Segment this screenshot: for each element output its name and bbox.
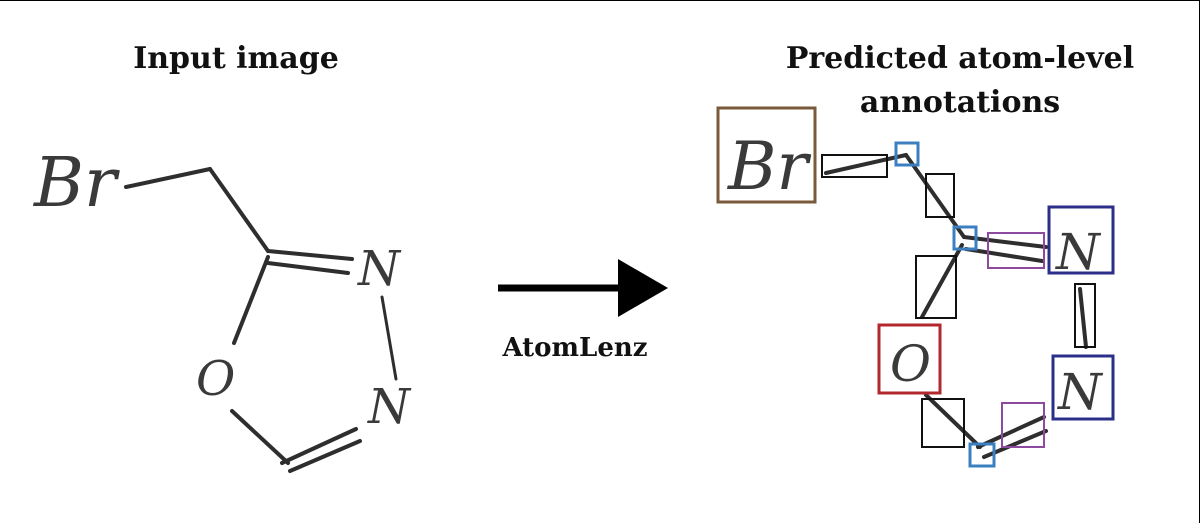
- double-bond-box-1: [987, 232, 1045, 269]
- input-molecule: Br N N O: [32, 144, 412, 473]
- predicted-molecule: Br N N O: [716, 106, 1115, 468]
- input-bond-n-n: [380, 295, 398, 381]
- arrow-head: [618, 259, 668, 317]
- pred-o-label: O: [890, 335, 931, 393]
- input-bond-c-c: [208, 167, 270, 253]
- pred-bond-o-c: [924, 393, 982, 449]
- n2-atom-box: [1051, 354, 1115, 421]
- input-o-label: O: [196, 351, 235, 407]
- input-bond-c-o: [232, 255, 270, 345]
- pred-double-c: [976, 415, 1046, 449]
- predicted-annotations-title-text: Predicted atom-level annotations: [785, 41, 1135, 120]
- carbon-box-3: [968, 442, 996, 468]
- br-atom-box: [716, 106, 817, 204]
- bond-box-c-o: [915, 255, 957, 319]
- bond-box-c-c: [925, 173, 955, 218]
- input-br-label: Br: [32, 144, 120, 223]
- input-n1-label: N: [357, 241, 402, 297]
- carbon-box-2: [952, 225, 978, 251]
- input-double-bond-a: [266, 249, 354, 261]
- pred-double-a: [962, 235, 1048, 249]
- n1-atom-box: [1047, 205, 1115, 275]
- input-n2-label: N: [367, 379, 412, 435]
- bond-box-n-n: [1074, 283, 1096, 348]
- process-arrow: [498, 259, 668, 317]
- pred-bond-n-n: [1078, 287, 1088, 349]
- o-atom-box: [877, 323, 942, 395]
- pred-bond-br-c: [824, 153, 908, 175]
- pred-br-label: Br: [727, 128, 812, 205]
- pred-n2-label: N: [1057, 363, 1104, 421]
- double-bond-box-2: [1001, 402, 1045, 448]
- input-double-bond-d: [288, 439, 362, 473]
- pred-n1-label: N: [1055, 223, 1102, 281]
- atomlenz-caption: AtomLenz: [502, 333, 648, 363]
- input-double-bond-c: [280, 427, 358, 465]
- bond-box-o-c: [921, 398, 965, 448]
- carbon-box-1: [894, 141, 920, 167]
- bond-box-br-c: [821, 154, 888, 178]
- pred-double-b: [964, 247, 1044, 263]
- input-bond-o-c: [230, 409, 290, 465]
- input-double-bond-b: [266, 261, 350, 275]
- predicted-annotations-title: Predicted atom-level annotations: [700, 37, 1199, 125]
- pred-bond-c-c: [904, 153, 966, 239]
- input-bond-br-c: [124, 167, 212, 189]
- input-image-title: Input image: [133, 41, 339, 76]
